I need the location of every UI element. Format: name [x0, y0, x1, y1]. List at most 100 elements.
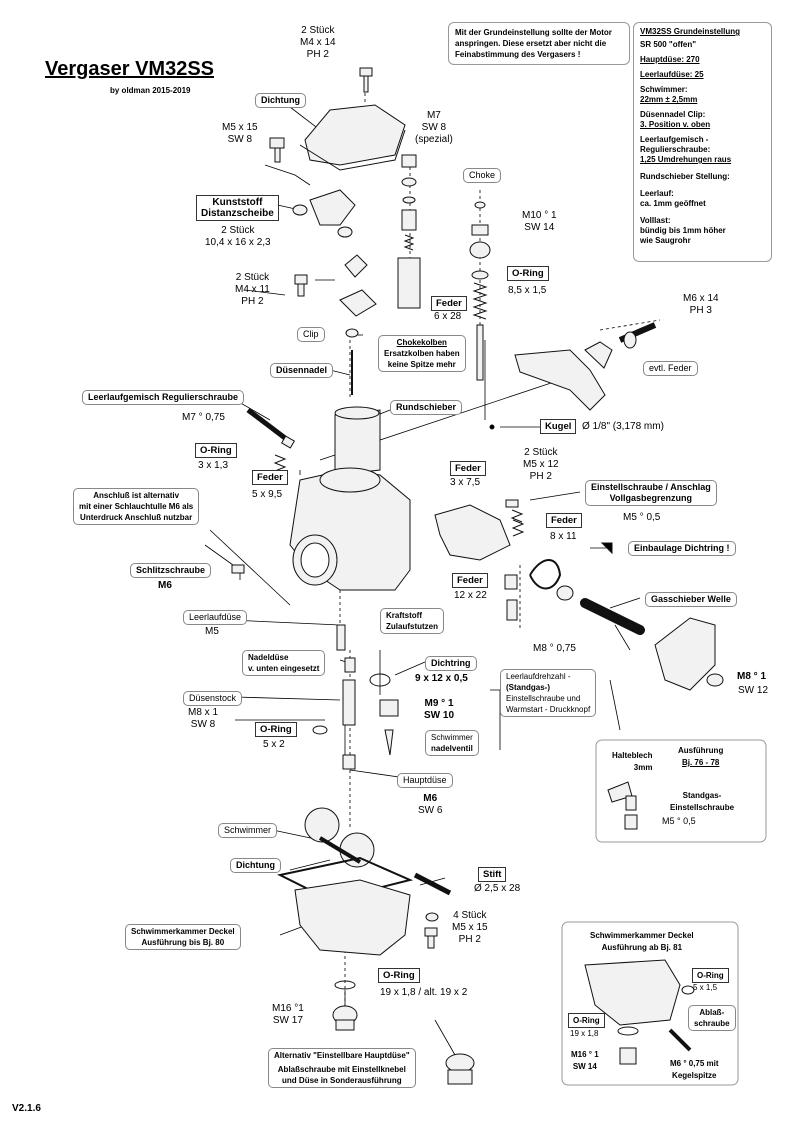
leerlaufdrehzahl-label: Leerlaufdrehzahl - (Standgas-) Einstells…: [500, 669, 597, 717]
deckel81-label: Schwimmerkammer Deckel Ausführung ab Bj.…: [590, 930, 694, 954]
settings-item: 1,25 Umdrehungen raus: [640, 155, 732, 164]
m7-label: M7 SW 8 (spezial): [415, 110, 453, 146]
schlitzschraube-label: Schlitzschraube: [130, 563, 212, 578]
oring5-size: 5 x 1,5: [693, 983, 718, 992]
label-line: Einstellschraube: [670, 803, 735, 812]
label-line: Standgas-: [682, 791, 722, 800]
label-line: SW 6: [418, 805, 443, 816]
label-line: Kraftstoff: [386, 611, 422, 620]
label-line: Alternativ "Einstellbare Hauptdüse": [274, 1051, 410, 1060]
label-line: keine Spitze mehr: [387, 360, 456, 369]
oring6-label: O-Ring: [568, 1013, 605, 1028]
label-line: 10,4 x 16 x 2,3: [205, 237, 271, 248]
schwimmer-label: Schwimmer: [218, 823, 278, 838]
screw-top-label: 2 Stück M4 x 14 PH 2: [300, 25, 336, 61]
label-line: M10 ° 1: [522, 210, 557, 221]
label-line: PH 2: [529, 471, 552, 482]
label-line: Warmstart - Druckknopf: [506, 705, 591, 714]
einbaulage-label: Einbaulage Dichtring !: [628, 541, 736, 556]
label-line: M6 x 14: [683, 293, 719, 304]
label-line: M6 ° 0,75 mit: [670, 1059, 719, 1068]
m16-label: M16 °1 SW 17: [272, 1003, 304, 1027]
label-line: SW 8: [227, 134, 253, 145]
label-line: M16 ° 1: [571, 1050, 599, 1059]
settings-item: Leerlaufdüse: 25: [640, 70, 704, 79]
label-line: und Düse in Sonderausführung: [282, 1076, 402, 1085]
m6x14-label: M6 x 14 PH 3: [683, 293, 719, 317]
label-line: Zulaufstutzen: [386, 622, 438, 631]
oring5-label: O-Ring: [692, 968, 729, 983]
label-line: (spezial): [415, 134, 453, 145]
m4x11-label: 2 Stück M4 x 11 PH 2: [235, 272, 270, 308]
m5x15b-label: 4 Stück M5 x 15 PH 2: [452, 910, 488, 946]
oring6-size: 19 x 1,8: [570, 1029, 599, 1038]
label-line: Bj. 76 - 78: [681, 758, 720, 767]
label-line: Leerlaufdrehzahl -: [506, 672, 571, 681]
label-line: (Standgas-): [506, 683, 550, 692]
leerlaufgemisch-label: Leerlaufgemisch Regulierschraube: [82, 390, 245, 405]
label-line: 4 Stück: [453, 910, 487, 921]
label-line: M7: [426, 110, 441, 121]
label-line: nadelventil: [431, 744, 473, 753]
evtl-feder-label: evtl. Feder: [643, 361, 698, 376]
label-line: M4 x 11: [235, 284, 270, 295]
note-line: anspringen. Diese ersetzt aber nicht die: [455, 39, 607, 48]
page-title: Vergaser VM32SS: [45, 58, 214, 80]
label-line: Anschluß ist alternativ: [93, 491, 180, 500]
version: V2.1.6: [12, 1103, 41, 1114]
einstellschraube-label: Einstellschraube / Anschlag Vollgasbegre…: [585, 480, 717, 506]
kugel-label: Kugel: [540, 419, 577, 434]
label-line: Unterdruck Anschluß nutzbar: [80, 513, 193, 522]
label-line: Einstellschraube / Anschlag: [591, 482, 711, 492]
m16b-label: M16 ° 1 SW 14: [571, 1049, 599, 1073]
m5-label: M5: [205, 626, 219, 637]
label-line: PH 2: [241, 296, 264, 307]
settings-box: VM32SS Grundeinstellung SR 500 "offen" H…: [633, 22, 772, 262]
settings-item: wie Saugrohr: [640, 236, 691, 245]
settings-item: Schwimmer:: [640, 85, 688, 94]
gasschieber-label: Gasschieber Welle: [645, 592, 737, 607]
sw12-label: SW 12: [738, 685, 769, 696]
settings-item: Rundschieber Stellung:: [640, 172, 730, 181]
settings-item: Leerlaufgemisch -: [640, 135, 709, 144]
dichtung-label: Dichtung: [255, 93, 306, 108]
label-line: SW 8: [190, 719, 216, 730]
label-line: 2 Stück: [301, 25, 335, 36]
kraftstoff-label: Kraftstoff Zulaufstutzen: [380, 608, 444, 634]
m6-label: M6: [158, 580, 172, 591]
nadelduese-label: Nadeldüse v. unten eingesetzt: [242, 650, 326, 676]
label-line: Ausführung ab Bj. 81: [601, 943, 683, 952]
label-line: v. unten eingesetzt: [248, 664, 320, 673]
settings-item: ca. 1mm geöffnet: [640, 199, 706, 208]
m9-label: M9 ° 1 SW 10: [424, 698, 454, 722]
settings-item: Volllast:: [640, 216, 671, 225]
label-line: SW 10: [424, 710, 455, 721]
label-line: Schwimmerkammer Deckel: [131, 927, 235, 936]
leerlaufduese-label: Leerlaufdüse: [183, 610, 248, 625]
label-line: Ausführung bis Bj. 80: [141, 938, 225, 947]
alternativ-label: Alternativ "Einstellbare Hauptdüse" Abla…: [268, 1048, 416, 1088]
m5x12-label: 2 Stück M5 x 12 PH 2: [523, 447, 559, 483]
settings-item: SR 500 "offen": [640, 40, 697, 49]
label-line: Kegelspitze: [672, 1071, 717, 1080]
feder4-size: 8 x 11: [550, 531, 577, 542]
m7-075-label: M7 ° 0,75: [182, 412, 225, 423]
standgas-label: Standgas- Einstellschraube: [670, 790, 734, 814]
dichtung2-label: Dichtung: [230, 858, 281, 873]
ausfuehrung-label: Ausführung Bj. 76 - 78: [678, 745, 723, 769]
feder-size: 6 x 28: [434, 311, 462, 322]
label-line: Ausführung: [678, 746, 724, 755]
dichtring-size: 9 x 12 x 0,5: [415, 673, 468, 684]
label-line: Ablaß-: [699, 1008, 725, 1017]
label-line: schraube: [694, 1019, 730, 1028]
label-line: Nadeldüse: [248, 653, 289, 662]
label-line: M5 x 12: [523, 459, 559, 470]
duesenstock-label: Düsenstock: [183, 691, 243, 706]
kugel-size: Ø 1/8" (3,178 mm): [582, 421, 664, 432]
label-line: Halteblech: [612, 751, 653, 760]
duesenstock-size: M8 x 1 SW 8: [188, 707, 218, 731]
duesennadel-label: Düsennadel: [270, 363, 334, 378]
label-line: mit einer Schlauchtulle M6 als: [79, 502, 194, 511]
feder4-label: Feder: [546, 513, 582, 528]
